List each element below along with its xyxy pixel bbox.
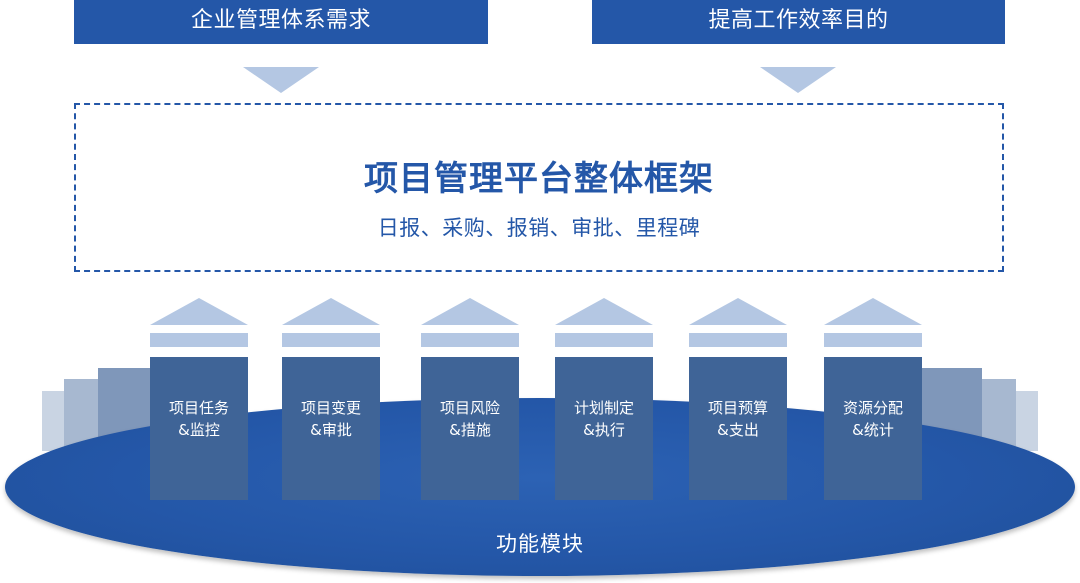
pillar-label-line1: 项目预算 — [707, 399, 768, 417]
framework-title: 项目管理平台整体框架 — [364, 159, 714, 199]
pillar-roof-icon — [282, 298, 380, 325]
pillar-band — [555, 333, 653, 347]
pillar-roof-icon — [824, 298, 922, 325]
pillar-label-line2: &统计 — [852, 421, 894, 439]
pillar-body: 计划制定 &执行 — [555, 357, 653, 500]
pillar-label: 项目变更 &审批 — [282, 397, 380, 441]
framework-box: 项目管理平台整体框架 日报、采购、报销、审批、里程碑 — [74, 103, 1004, 272]
function-module-label: 功能模块 — [496, 532, 584, 556]
pillar-label: 资源分配 &统计 — [824, 397, 922, 441]
pillar-body: 项目风险 &措施 — [421, 357, 519, 500]
pillar-label-line1: 项目任务 — [168, 399, 229, 417]
pillar-label-line1: 资源分配 — [842, 399, 903, 417]
pillar-band — [150, 333, 248, 347]
pillar-label-line2: &措施 — [449, 421, 491, 439]
pillar-label: 项目风险 &措施 — [421, 397, 519, 441]
module-pillar-plan-execute: 计划制定 &执行 — [555, 298, 653, 500]
pillar-label: 项目任务 &监控 — [150, 397, 248, 441]
requirement-box-left: 企业管理体系需求 — [74, 0, 488, 44]
pillar-label-line2: &执行 — [583, 421, 625, 439]
module-pillar-change-approval: 项目变更 &审批 — [282, 298, 380, 500]
module-pillar-risk-measures: 项目风险 &措施 — [421, 298, 519, 500]
pillar-label: 计划制定 &执行 — [555, 397, 653, 441]
down-arrow-right-icon — [760, 67, 836, 93]
pillar-band — [421, 333, 519, 347]
pillar-roof-icon — [689, 298, 787, 325]
module-pillar-task-monitor: 项目任务 &监控 — [150, 298, 248, 500]
pillar-body: 项目任务 &监控 — [150, 357, 248, 500]
pillar-label: 项目预算 &支出 — [689, 397, 787, 441]
pillar-label-line2: &监控 — [178, 421, 220, 439]
framework-subtitle: 日报、采购、报销、审批、里程碑 — [377, 216, 701, 240]
pillar-body: 项目预算 &支出 — [689, 357, 787, 500]
requirement-box-right: 提高工作效率目的 — [592, 0, 1005, 44]
pillar-band — [824, 333, 922, 347]
pillar-roof-icon — [555, 298, 653, 325]
module-pillar-budget-expense: 项目预算 &支出 — [689, 298, 787, 500]
down-arrow-left-icon — [243, 67, 319, 93]
pillar-body: 项目变更 &审批 — [282, 357, 380, 500]
pillar-label-line2: &支出 — [717, 421, 759, 439]
module-pillar-resource-stats: 资源分配 &统计 — [824, 298, 922, 500]
pillar-band — [282, 333, 380, 347]
pillar-body: 资源分配 &统计 — [824, 357, 922, 500]
pillar-label-line1: 项目风险 — [439, 399, 500, 417]
pillar-roof-icon — [421, 298, 519, 325]
pillar-roof-icon — [150, 298, 248, 325]
pillar-band — [689, 333, 787, 347]
pillar-label-line2: &审批 — [310, 421, 352, 439]
pillar-label-line1: 项目变更 — [300, 399, 361, 417]
pillar-label-line1: 计划制定 — [573, 399, 634, 417]
